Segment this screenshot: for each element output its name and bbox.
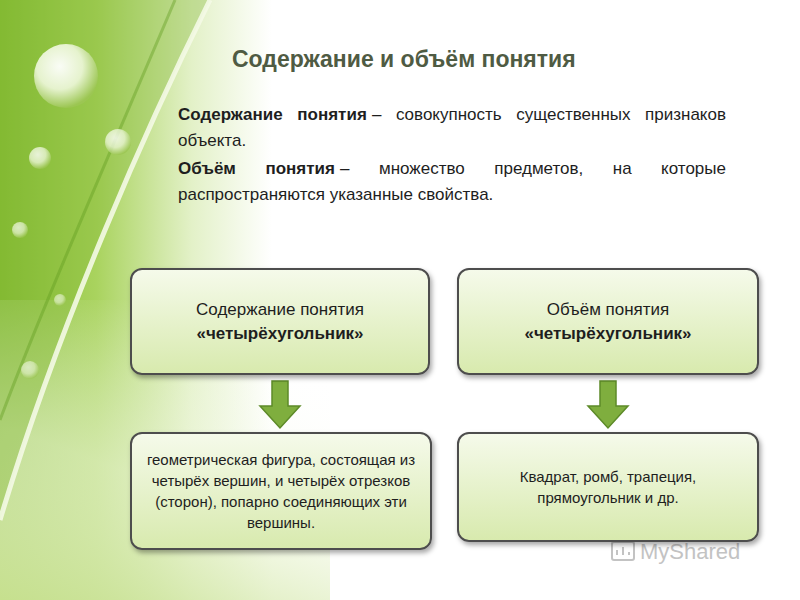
- watermark: MyShared: [640, 539, 740, 565]
- content-box: геометрическая фигура, состоящая из четы…: [130, 432, 432, 550]
- concept-box: Содержание понятия«четырёхугольник»: [130, 268, 430, 375]
- box-text: геометрическая фигура, состоящая из четы…: [144, 449, 418, 533]
- box-term: «четырёхугольник»: [524, 322, 691, 346]
- definition-paragraph: Содержание понятия– совокупность существ…: [178, 102, 726, 154]
- block-arrow: [260, 381, 300, 428]
- box-text: Содержание понятия: [196, 298, 364, 322]
- definition-paragraph: Объём понятия– множество предметов, на к…: [178, 156, 726, 208]
- box-text: Квадрат, ромб, трапеция, прямоугольник и…: [471, 466, 745, 508]
- concept-box: Объём понятия«четырёхугольник»: [457, 268, 759, 375]
- watermark-icon: [612, 542, 634, 560]
- definitions: Содержание понятия– совокупность существ…: [178, 102, 726, 210]
- content-box: Квадрат, ромб, трапеция, прямоугольник и…: [457, 432, 759, 542]
- term: Объём понятия: [178, 159, 335, 178]
- box-term: «четырёхугольник»: [196, 322, 363, 346]
- slide-title: Содержание и объём понятия: [232, 46, 576, 73]
- block-arrow: [588, 381, 628, 428]
- term: Содержание понятия: [178, 105, 367, 124]
- box-text: Объём понятия: [547, 298, 670, 322]
